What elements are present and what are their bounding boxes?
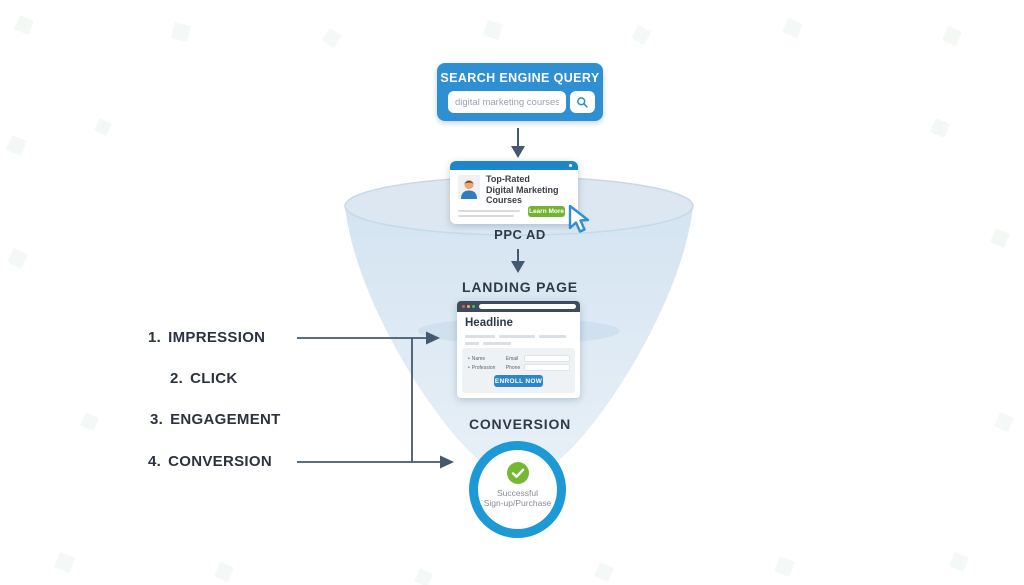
search-button[interactable]: [570, 91, 595, 113]
search-input[interactable]: [448, 91, 566, 113]
landing-headline: Headline: [465, 317, 513, 329]
form-field-label: Profession: [471, 364, 496, 371]
ppc-ad-label: PPC AD: [494, 227, 546, 242]
form-field-label: Name: [471, 355, 486, 362]
check-icon: [506, 462, 529, 484]
text-placeholder-line: [499, 335, 535, 338]
conversion-text-line: Sign-up/Purchase: [483, 498, 552, 508]
stage-item-click: 2. CLICK: [170, 371, 237, 387]
stage-item-conversion: 4. CONVERSION: [148, 454, 272, 470]
ad-headline: Top-Rated Digital Marketing Courses: [486, 174, 576, 206]
signup-form: • Name Email • Profession Phone ENROLL N…: [462, 348, 575, 393]
conversion-result-text: Successful Sign-up/Purchase: [484, 488, 552, 508]
stage-number: 2.: [170, 370, 184, 387]
form-row: • Name Email: [468, 355, 570, 362]
text-placeholder-line: [465, 342, 479, 345]
stage-name: CLICK: [190, 370, 238, 387]
form-input[interactable]: [523, 355, 570, 362]
learn-more-button[interactable]: Learn More: [528, 206, 565, 217]
ad-text-placeholder-line: [458, 210, 520, 212]
search-engine-query-box: SEARCH ENGINE QUERY: [437, 63, 603, 121]
flow-arrow-ad-to-landing: [511, 249, 525, 273]
conversion-circle: Successful Sign-up/Purchase: [469, 441, 566, 538]
ad-headline-line: Top-Rated: [486, 174, 530, 184]
browser-bar: [457, 301, 580, 312]
stage-name: ENGAGEMENT: [170, 411, 281, 428]
bullet-icon: •: [468, 355, 470, 362]
ad-text-placeholder-line: [458, 215, 514, 217]
browser-dot-green-icon: [472, 305, 475, 308]
stage-number: 1.: [148, 329, 162, 346]
text-placeholder-line: [539, 335, 566, 338]
stage-number: 4.: [148, 453, 162, 470]
stage-item-engagement: 3. ENGAGEMENT: [150, 412, 281, 428]
ad-header-dot-icon: [569, 164, 572, 167]
conversion-label: CONVERSION: [468, 416, 572, 432]
stage-name: CONVERSION: [168, 453, 272, 470]
form-row: • Profession Phone: [468, 364, 570, 371]
ad-headline-line: Digital Marketing: [486, 184, 559, 195]
text-placeholder-line: [465, 335, 495, 338]
search-box-title: SEARCH ENGINE QUERY: [440, 71, 600, 85]
stage-item-impression: 1. IMPRESSION: [148, 330, 265, 346]
stage-number: 3.: [150, 411, 164, 428]
ad-headline-line: Courses: [486, 195, 523, 205]
enroll-now-button[interactable]: ENROLL NOW: [494, 375, 543, 387]
connector-conversion-arrow: [297, 455, 454, 469]
stage-name: IMPRESSION: [168, 329, 266, 346]
browser-dot-yellow-icon: [467, 305, 470, 308]
browser-dot-red-icon: [462, 305, 465, 308]
bullet-icon: •: [468, 364, 470, 371]
connector-impression-arrow: [297, 331, 440, 345]
conversion-text-line: Successful: [496, 488, 539, 498]
text-placeholder-line: [483, 342, 511, 345]
landing-page-card: Headline • Name Email • Profession Phone…: [457, 301, 580, 398]
form-input[interactable]: [523, 364, 570, 371]
cursor-icon: [568, 204, 590, 233]
ppc-ad-card: Top-Rated Digital Marketing Courses Lear…: [450, 161, 578, 224]
search-icon: [577, 96, 588, 108]
landing-page-label: LANDING PAGE: [462, 279, 578, 295]
form-field-label: Phone: [505, 364, 521, 371]
flow-arrow-query-to-ad: [511, 128, 525, 158]
form-field-label: Email: [505, 355, 519, 362]
url-bar: [479, 304, 576, 309]
ad-header-bar: [450, 161, 578, 170]
faint-wallpaper-pattern: [6, 15, 1014, 585]
ad-avatar: [458, 175, 480, 199]
